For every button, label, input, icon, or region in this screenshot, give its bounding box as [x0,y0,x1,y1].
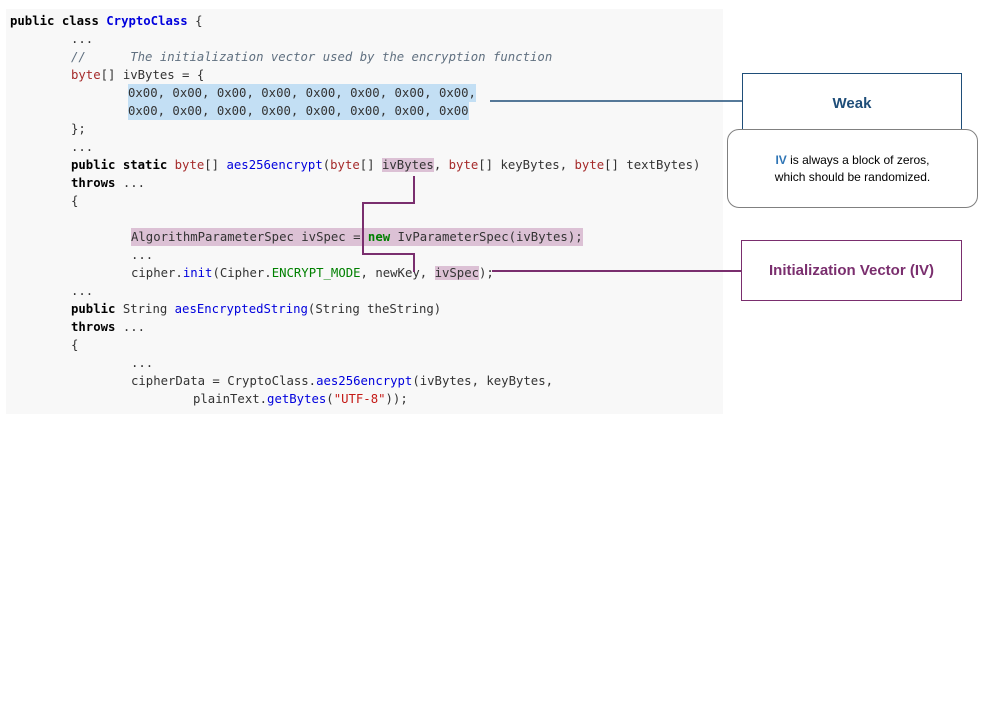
code-line: cipher.init(Cipher.ENCRYPT_MODE, newKey,… [131,264,494,282]
function-name: aesEncryptedString [174,302,308,316]
keyword: new [367,230,391,244]
weakness-description-callout: IV is always a block of zeros, which sho… [727,129,978,208]
code-line: public String aesEncryptedString(String … [71,300,441,318]
code-line: { [71,194,79,208]
function-name: init [182,266,213,280]
keyword: public [10,14,55,28]
class-name: CryptoClass [106,14,188,28]
code-text: { [187,14,203,28]
code-text: [] keyBytes, [478,158,575,172]
iv-term: IV [775,152,787,167]
code-text: [] textBytes) [604,158,701,172]
code-line: ... [71,140,94,154]
code-line: public class CryptoClass { [10,12,203,30]
type-name: byte [71,68,101,82]
type-name: byte [174,158,205,172]
string-literal: "UTF-8" [333,392,386,406]
iv-spec-line-highlight: AlgorithmParameterSpec ivSpec = new IvPa… [131,228,583,246]
code-listing: public class CryptoClass { ... // The in… [0,0,700,702]
code-line: }; [71,122,86,136]
code-line: { [71,338,79,352]
type-name: byte [574,158,605,172]
weak-label: Weak [832,94,872,112]
code-line: cipherData = CryptoClass.aes256encrypt(i… [131,372,553,390]
type-name: byte [330,158,360,172]
code-line: ... [71,284,94,298]
code-text: ... [115,176,146,190]
iv-bytes-row-2: 0x00, 0x00, 0x00, 0x00, 0x00, 0x00, 0x00… [128,102,469,120]
code-line: ... [131,356,154,370]
keyword: throws [71,320,116,334]
code-text: cipherData = CryptoClass. [131,374,317,388]
code-line: plainText.getBytes("UTF-8")); [193,390,408,408]
description-text: which should be randomized. [774,169,931,184]
function-name: getBytes [267,392,327,406]
code-text: ( [322,158,331,172]
iv-label: Initialization Vector (IV) [768,262,935,279]
code-text: ); [479,266,494,280]
iv-bytes-row-1: 0x00, 0x00, 0x00, 0x00, 0x00, 0x00, 0x00… [128,84,476,102]
code-text: String [115,302,175,316]
code-text: (String theString) [307,302,442,316]
keyword: public [71,158,116,172]
keyword: throws [71,176,116,190]
keyword: class [61,14,99,28]
keyword: public [71,302,116,316]
code-text: ( [326,392,334,406]
type-name: byte [448,158,479,172]
constant-name: ENCRYPT_MODE [271,266,361,280]
weakness-description: IV is always a block of zeros, which sho… [775,152,930,186]
code-text: [] [359,158,382,172]
code-comment: // The initialization vector used by the… [71,50,553,64]
code-line: public static byte[] aes256encrypt(byte[… [71,156,700,174]
code-text: (Cipher. [212,266,272,280]
keyword: static [122,158,168,172]
code-text: , [433,158,449,172]
code-line: ... [71,32,94,46]
function-name: aes256encrypt [316,374,413,388]
code-text: cipher. [131,266,183,280]
code-line: ... [131,248,154,262]
code-text: ... [115,320,146,334]
function-name: aes256encrypt [226,158,323,172]
code-text: AlgorithmParameterSpec ivSpec = [131,230,368,244]
code-text: [] [204,158,227,172]
iv-spec-arg-highlight: ivSpec [434,266,479,280]
code-text: IvParameterSpec(ivBytes); [390,230,583,244]
code-text: )); [385,392,408,406]
code-line: throws ... [71,318,145,336]
weak-callout: Weak [742,73,962,133]
code-line: throws ... [71,174,145,192]
code-text: plainText. [193,392,268,406]
iv-callout: Initialization Vector (IV) [741,240,962,301]
code-text: , newKey, [360,266,435,280]
iv-bytes-param-highlight: ivBytes [382,158,434,172]
description-text: is always a block of zeros, [786,152,930,167]
code-text: (ivBytes, keyBytes, [412,374,554,388]
code-text: [] ivBytes = { [100,68,205,82]
code-line: byte[] ivBytes = { [71,66,204,84]
